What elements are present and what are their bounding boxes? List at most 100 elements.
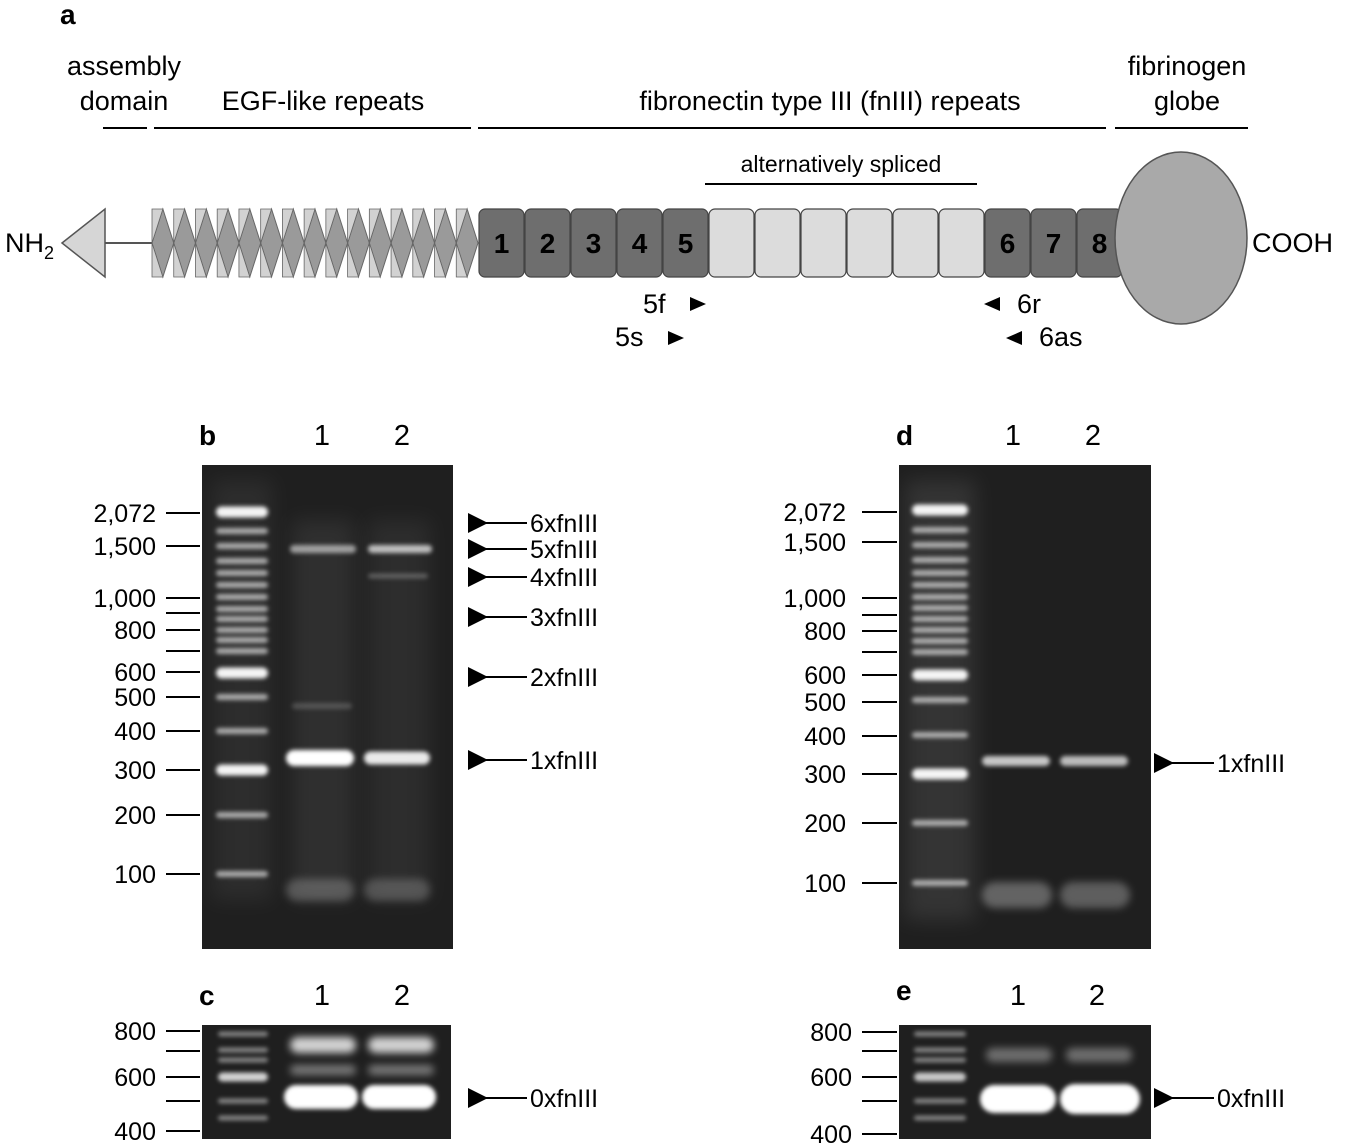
lane-1-1x-band: [982, 756, 1050, 766]
ladder-band: [218, 1047, 268, 1053]
fn3-box-number: 7: [1046, 228, 1062, 259]
egf-repeat-top-gap: [281, 208, 294, 244]
marker-label: 600: [114, 1064, 156, 1092]
fn3-box-alternative: [754, 208, 801, 278]
ladder-band: [216, 570, 268, 576]
fn3-box-constant: [570, 208, 617, 278]
marker-label: 1,500: [93, 533, 156, 561]
ladder-band: [218, 1072, 268, 1082]
ladder-band: [912, 638, 968, 644]
marker-label: 200: [114, 802, 156, 830]
lane-2-5x-band: [368, 545, 432, 553]
egf-repeat-bottom-gap: [455, 242, 468, 278]
band-label: 3xfnIII: [530, 604, 598, 632]
egf-label: EGF-like repeats: [222, 86, 425, 116]
egf-repeat-bottom-gap: [347, 242, 360, 278]
fn3-box-constant: [1030, 208, 1077, 278]
fn3-box-constant: [524, 208, 571, 278]
ladder-band: [912, 669, 968, 681]
panel-a-letter: a: [60, 0, 76, 30]
fn3-box-alternative: [846, 208, 893, 278]
egf-repeat-top-gap: [368, 208, 381, 244]
ladder-band: [216, 606, 268, 612]
ladder-band: [216, 637, 268, 643]
lane-1-label: 1: [1010, 980, 1026, 1012]
primer-5f-arrow: [690, 297, 706, 311]
marker-label: 1,000: [93, 585, 156, 613]
marker-label: 100: [804, 870, 846, 898]
band-label: 1xfnIII: [530, 747, 598, 775]
egf-repeat-bottom-gap: [281, 242, 294, 278]
marker-label: 600: [114, 659, 156, 687]
lane-2-primer-band: [364, 879, 430, 901]
ladder-band: [216, 582, 268, 588]
egf-repeat-top-gap: [216, 208, 229, 244]
ladder-band: [216, 627, 268, 633]
ladder-band: [914, 1072, 966, 1082]
lane-2-upper-band: [368, 1037, 434, 1053]
ladder-band: [912, 616, 968, 622]
fn3-box-constant: [984, 208, 1031, 278]
lane-2-upper-band: [1066, 1048, 1132, 1062]
assembly-label-line1: assembly: [67, 51, 182, 81]
fn3-box-constant: [478, 208, 525, 278]
lane-1-0x-band: [980, 1085, 1056, 1113]
lane-1-label: 1: [314, 420, 330, 452]
marker-label: 300: [804, 761, 846, 789]
lane-1-primer-band: [982, 882, 1052, 908]
egf-repeat-top-gap: [412, 208, 425, 244]
lane-1-0x-band: [284, 1085, 358, 1109]
lane-2-label: 2: [1085, 420, 1101, 452]
ladder-band: [216, 506, 268, 518]
egf-repeat-bottom-gap: [260, 242, 273, 278]
lane-2-primer-band: [1060, 882, 1130, 908]
ladder-band: [912, 768, 968, 780]
lane-1-label: 1: [1005, 420, 1021, 452]
panel-d-letter: d: [896, 420, 913, 451]
primer-5s-arrow: [668, 331, 684, 345]
marker-label: 1,500: [783, 529, 846, 557]
ladder-band: [912, 570, 968, 576]
assembly-label-line2: domain: [80, 86, 169, 116]
panel-c-letter: c: [199, 980, 215, 1011]
ladder-band: [912, 594, 968, 600]
lane-1-label: 1: [314, 980, 330, 1012]
egf-repeat-bottom-gap: [173, 242, 186, 278]
egf-repeat-bottom-gap: [238, 242, 251, 278]
fn3-box-number: 5: [678, 228, 694, 259]
marker-label: 100: [114, 861, 156, 889]
egf-repeat-top-gap: [390, 208, 403, 244]
lane-2-label: 2: [394, 420, 410, 452]
panel-e-letter: e: [896, 975, 912, 1006]
ladder-band: [914, 1115, 966, 1121]
ladder-band: [912, 605, 968, 611]
fibrinogen-globe: [1114, 151, 1248, 325]
band-label: 0xfnIII: [530, 1085, 598, 1113]
fn3-box-number: 8: [1092, 228, 1108, 259]
ladder-band: [218, 1031, 268, 1037]
marker-label: 600: [810, 1064, 852, 1092]
lane-2-smear: [368, 520, 430, 900]
marker-label: 800: [114, 617, 156, 645]
lane-1-faint-band: [292, 703, 352, 709]
marker-label: 400: [114, 1118, 156, 1146]
egf-repeat-bottom-gap: [303, 242, 316, 278]
alt-spliced-label: alternatively spliced: [741, 151, 942, 177]
egf-repeats: [151, 207, 479, 279]
egf-repeat-bottom-gap: [216, 242, 229, 278]
fn3-box-number: 4: [632, 228, 648, 259]
fibrinogen-label-line2: globe: [1154, 86, 1220, 116]
marker-label: 400: [804, 723, 846, 751]
marker-label: 400: [114, 718, 156, 746]
marker-label: 200: [804, 810, 846, 838]
egf-repeat-bottom-gap: [368, 242, 381, 278]
fn3-box-number: 6: [1000, 228, 1016, 259]
lane-1-smear: [292, 520, 354, 900]
lane-1-mid-band: [290, 1065, 356, 1075]
marker-label: 400: [810, 1121, 852, 1146]
band-label: 5xfnIII: [530, 536, 598, 564]
ladder-band: [912, 649, 968, 655]
lane-2-4x-band: [368, 573, 428, 579]
ladder-band: [218, 1057, 268, 1063]
